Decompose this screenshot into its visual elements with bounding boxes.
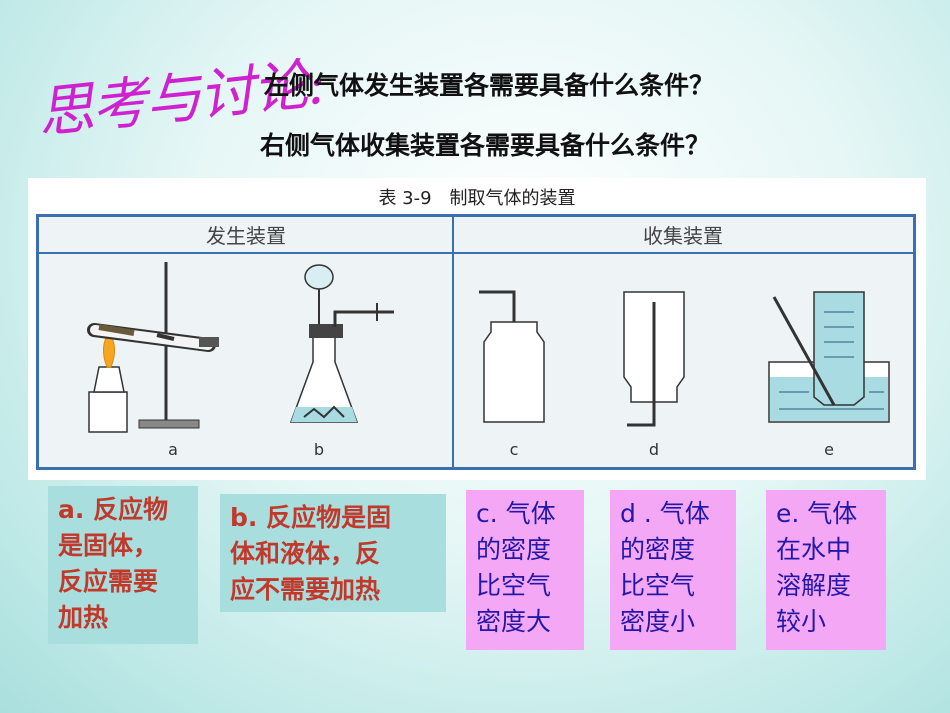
question-generation: 左侧气体发生装置各需要具备什么条件？ — [264, 71, 715, 100]
generation-header: 发生装置 — [206, 224, 286, 248]
box-d-line: 密度小 — [620, 607, 696, 636]
figure-frame: 发生装置 收集装置 a — [36, 214, 916, 470]
condition-box-a: a. 反应物 是固体， 反应需要 加热 — [48, 486, 198, 644]
box-d-line: 的密度 — [620, 535, 696, 564]
condition-box-b: b. 反应物是固 体和液体，反 应不需要加热 — [220, 494, 446, 612]
condition-box-d: d . 气体 的密度 比空气 密度小 — [610, 490, 736, 650]
box-e-line: 在水中 — [776, 535, 852, 564]
collection-header: 收集装置 — [643, 224, 723, 248]
box-d-line: 比空气 — [620, 571, 696, 600]
box-b-line: 应不需要加热 — [230, 575, 381, 604]
label-d: d — [649, 440, 659, 459]
box-a-line: a. 反应物 — [58, 495, 169, 524]
condition-box-c: c. 气体 的密度 比空气 密度大 — [466, 490, 584, 650]
box-e-line: 较小 — [776, 607, 827, 636]
apparatus-e: e — [768, 291, 890, 459]
apparatus-d: d — [623, 291, 685, 459]
label-a: a — [168, 440, 178, 459]
label-b: b — [314, 440, 324, 459]
box-b-line: b. 反应物是固 — [230, 503, 392, 532]
box-c-line: 比空气 — [476, 571, 552, 600]
apparatus-b: b — [289, 264, 394, 459]
apparatus-a: a — [87, 262, 219, 459]
box-e-line: 溶解度 — [776, 571, 852, 600]
box-a-line: 反应需要 — [58, 567, 159, 596]
box-a-line: 是固体， — [58, 531, 159, 560]
box-d-line: d . 气体 — [620, 499, 710, 528]
box-c-line: 密度大 — [476, 607, 552, 636]
apparatus-drawing: 发生装置 收集装置 a — [39, 217, 913, 467]
box-b-line: 体和液体，反 — [230, 539, 381, 568]
question-collection: 右侧气体收集装置各需要具备什么条件？ — [260, 131, 711, 160]
label-c: c — [510, 440, 519, 459]
label-e: e — [824, 440, 834, 459]
box-c-line: 的密度 — [476, 535, 552, 564]
apparatus-c: c — [479, 290, 545, 459]
discussion-heading: 思考与讨论: — [34, 51, 327, 147]
box-a-line: 加热 — [58, 603, 109, 632]
box-c-line: c. 气体 — [476, 499, 556, 528]
figure-caption: 表 3-9 制取气体的装置 — [378, 188, 576, 209]
apparatus-figure: 表 3-9 制取气体的装置 发生装置 收集装置 a — [28, 178, 926, 480]
box-e-line: e. 气体 — [776, 499, 858, 528]
condition-box-e: e. 气体 在水中 溶解度 较小 — [766, 490, 886, 650]
